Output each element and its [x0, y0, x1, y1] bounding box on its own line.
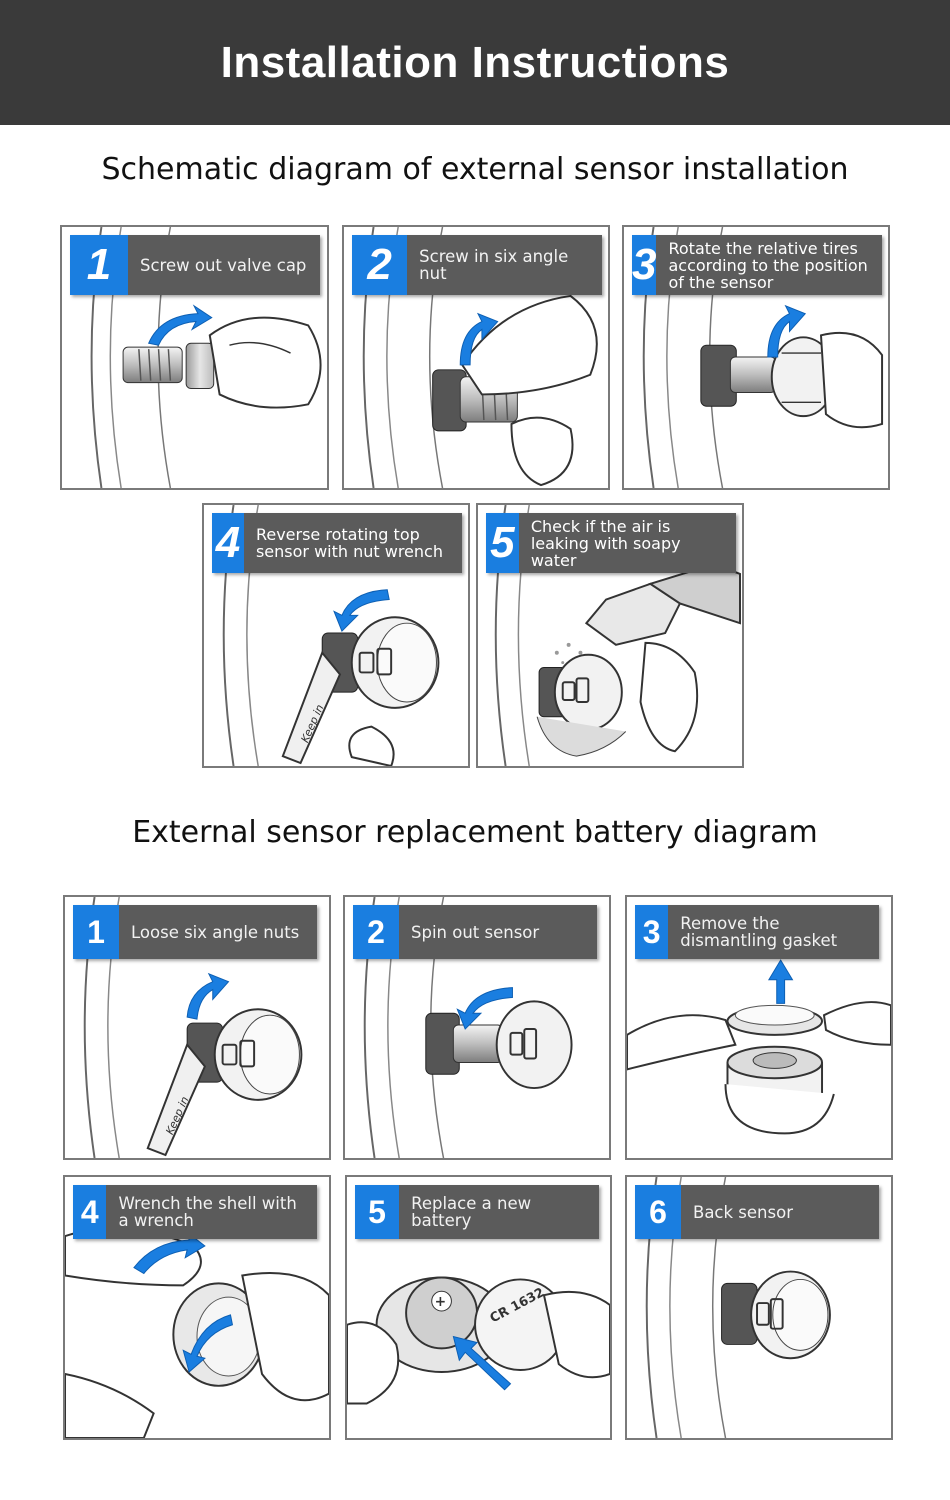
- battery-step-4-panel: 4 Wrench the shell with a wrench: [63, 1175, 331, 1440]
- install-step-3-panel: 3 Rotate the relative tires according to…: [622, 225, 890, 490]
- battery-step-5-illustration: + CR 1632: [347, 1276, 610, 1405]
- step-text: Remove the dismantling gasket: [680, 914, 838, 950]
- page-title: Installation Instructions: [220, 37, 730, 87]
- step-number: 2: [352, 235, 408, 295]
- battery-step-1-label: 1 Loose six angle nuts: [73, 905, 317, 959]
- installation-section-title: Schematic diagram of external sensor ins…: [101, 152, 849, 187]
- battery-step-4-illustration: [65, 1227, 329, 1438]
- battery-step-5-panel: + CR 1632 5 Replace a new battery: [345, 1175, 612, 1440]
- install-step-4-illustration: Keep in: [222, 505, 440, 766]
- install-step-1-panel: 1 Screw out valve cap: [60, 225, 329, 490]
- step-number: 6: [635, 1185, 681, 1239]
- install-step-2-panel: 2 Screw in six angle nut: [342, 225, 610, 490]
- install-step-3-label: 3 Rotate the relative tires according to…: [632, 235, 882, 295]
- battery-step-6-label: 6 Back sensor: [635, 1185, 879, 1239]
- header-banner: Installation Instructions: [0, 0, 950, 125]
- step-number: 3: [635, 905, 669, 959]
- battery-step-2-label: 2 Spin out sensor: [353, 905, 597, 959]
- plus-symbol: +: [435, 1294, 447, 1310]
- install-step-2-label: 2 Screw in six angle nut: [352, 235, 602, 295]
- step-text: Wrench the shell with a wrench: [118, 1194, 297, 1230]
- install-step-2-illustration: [362, 227, 598, 488]
- battery-step-1-illustration: Keep in: [83, 897, 303, 1158]
- step-text: Check if the air is leaking with soapy w…: [530, 516, 681, 570]
- step-text: Reverse rotating top sensor with nut wre…: [255, 525, 443, 561]
- battery-step-3-panel: 3 Remove the dismantling gasket: [625, 895, 893, 1160]
- step-text: Back sensor: [693, 1202, 793, 1222]
- install-step-4-panel: Keep in 4 Reverse rotating top sensor wi…: [202, 503, 470, 768]
- battery-step-6-illustration: [645, 1177, 831, 1438]
- step-text: Spin out sensor: [411, 922, 540, 942]
- step-text: Rotate the relative tires according to t…: [668, 238, 868, 292]
- install-step-1-illustration: [90, 227, 322, 488]
- step-number: 1: [70, 235, 128, 295]
- install-step-5-label: 5 Check if the air is leaking with soapy…: [486, 513, 736, 573]
- install-step-3-illustration: [642, 227, 884, 488]
- battery-step-3-label: 3 Remove the dismantling gasket: [635, 905, 879, 959]
- battery-step-6-panel: 6 Back sensor: [625, 1175, 893, 1440]
- step-text: Loose six angle nuts: [131, 922, 300, 942]
- step-text: Replace a new battery: [411, 1194, 532, 1230]
- install-step-5-illustration: [494, 505, 741, 766]
- step-number: 2: [353, 905, 399, 959]
- battery-step-2-panel: 2 Spin out sensor: [343, 895, 611, 1160]
- battery-step-1-panel: Keep in 1 Loose six angle nuts: [63, 895, 331, 1160]
- step-text: Screw out valve cap: [140, 255, 307, 275]
- step-number: 5: [486, 513, 519, 573]
- battery-step-5-label: 5 Replace a new battery: [355, 1185, 599, 1239]
- step-number: 3: [632, 235, 657, 295]
- install-step-1-label: 1 Screw out valve cap: [70, 235, 320, 295]
- step-number: 4: [73, 1185, 107, 1239]
- battery-step-2-illustration: [363, 897, 573, 1158]
- step-number: 5: [355, 1185, 400, 1239]
- step-number: 4: [212, 513, 244, 573]
- step-number: 1: [73, 905, 119, 959]
- step-text: Screw in six angle nut: [419, 247, 569, 283]
- install-step-4-label: 4 Reverse rotating top sensor with nut w…: [212, 513, 462, 573]
- install-step-5-panel: 5 Check if the air is leaking with soapy…: [476, 503, 744, 768]
- battery-step-4-label: 4 Wrench the shell with a wrench: [73, 1185, 317, 1239]
- battery-section-title: External sensor replacement battery diag…: [132, 815, 818, 850]
- battery-step-3-illustration: [627, 959, 891, 1135]
